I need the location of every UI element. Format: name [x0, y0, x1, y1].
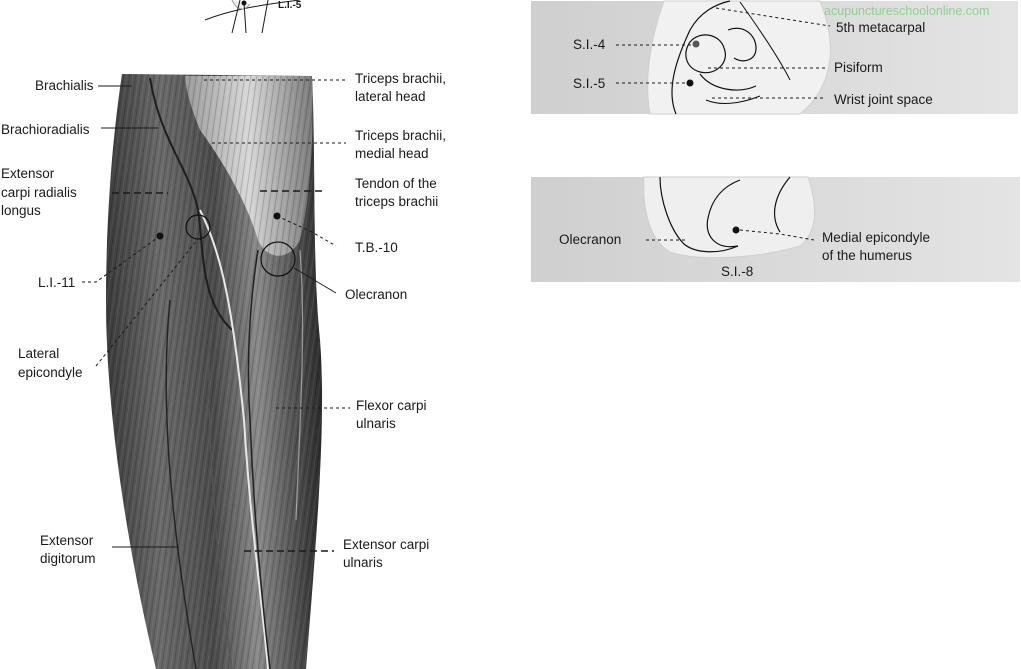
wrist-panel: acupunctureschoolonline.com S.I.-4 S.I.-…: [531, 0, 1018, 115]
si8-point: [732, 226, 740, 234]
si8-label: S.I.-8: [721, 264, 753, 279]
metacarpal-label: 5th metacarpal: [836, 20, 925, 35]
tb10-label: T.B.-10: [355, 240, 398, 255]
olecranon-label: Olecranon: [345, 287, 407, 302]
ecrl-label: Extensor carpi radialis longus: [1, 166, 81, 218]
li5-point: [241, 0, 247, 6]
triceps-lateral-label: Triceps brachii, lateral head: [355, 71, 450, 104]
lateral-epicondyle-label: Lateral epicondyle: [18, 346, 83, 380]
extensor-digitorum-label: Extensor digitorum: [40, 533, 97, 566]
watermark-text: acupunctureschoolonline.com: [824, 4, 989, 18]
elbow-olecranon-label: Olecranon: [559, 232, 621, 247]
triceps-tendon-label: Tendon of the triceps brachii: [355, 176, 441, 209]
ecu-label: Extensor carpi ulnaris: [343, 537, 433, 570]
si4-label: S.I.-4: [573, 37, 606, 52]
brachioradialis-label: Brachioradialis: [1, 122, 90, 137]
si4-point: [692, 40, 700, 48]
arm-right-labels: Triceps brachii, lateral head Triceps br…: [204, 71, 450, 570]
si5-label: S.I.-5: [573, 76, 605, 91]
si5-point: [686, 79, 694, 87]
hand-sketch-fragment: L.I.-5: [204, 0, 302, 34]
olecranon-circle: [260, 241, 296, 277]
pisiform-label: Pisiform: [834, 60, 883, 75]
li11-label: L.I.-11: [38, 275, 75, 290]
medial-epicondyle-label: Medial epicondyle of the humerus: [822, 230, 934, 263]
li5-label: L.I.-5: [278, 0, 302, 11]
fcu-label: Flexor carpi ulnaris: [356, 398, 430, 431]
elbow-panel: Olecranon Medial epicondyle of the humer…: [531, 176, 1020, 282]
forearm-illustration: [106, 74, 323, 669]
arm-left-labels: Brachialis Brachioradialis Extensor carp…: [1, 78, 199, 566]
wrist-space-label: Wrist joint space: [834, 92, 933, 107]
triceps-medial-label: Triceps brachii, medial head: [355, 128, 450, 161]
brachialis-label: Brachialis: [35, 78, 94, 93]
